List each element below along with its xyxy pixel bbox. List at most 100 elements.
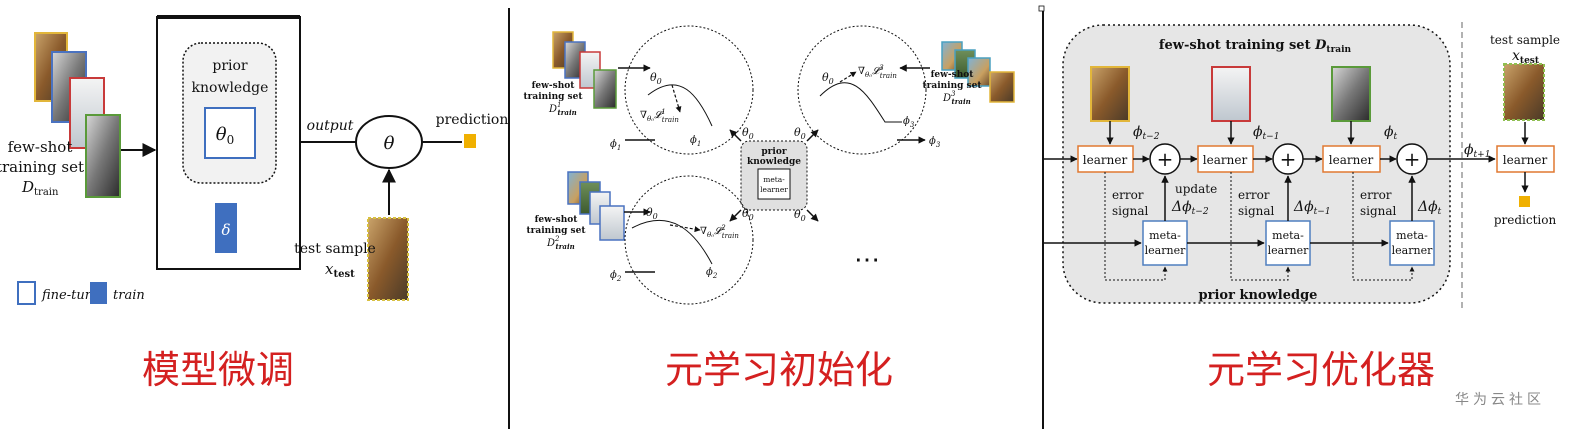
p3-meta-3-line2: learner	[1392, 244, 1433, 257]
p3-error-3-line2: signal	[1360, 204, 1397, 218]
c3-phi3: ϕ3	[903, 116, 915, 129]
p3-learner-2-label: learner	[1203, 153, 1248, 167]
theta-label: θ	[384, 133, 395, 154]
ds1-photo-4	[593, 69, 617, 109]
c1-trajectory	[647, 84, 713, 127]
p2-prior-line2: knowledge	[747, 157, 801, 167]
c2-grad-arrow	[669, 224, 701, 233]
p2-meta-line2: learner	[760, 185, 788, 194]
p3-learner-2	[1197, 145, 1254, 173]
p3-meta-1-line2: learner	[1145, 244, 1186, 257]
p3-meta-2-line2: learner	[1268, 244, 1309, 257]
p3-learner-3-label: learner	[1329, 153, 1374, 167]
p2-arrow-tl	[729, 129, 742, 142]
p2-meta-line1: meta-	[763, 175, 785, 184]
c1-phi1: ϕ1	[690, 135, 701, 148]
fewshot-label-line1: few-shot	[8, 138, 73, 156]
p2-prior-line1: prior	[761, 147, 786, 157]
p3-title: few-shot training set Dtrain	[1159, 38, 1352, 55]
p2-meta-learner-box	[757, 168, 791, 200]
c3-phi3-out: ϕ3	[929, 136, 941, 149]
c3-grad-arrow	[839, 71, 857, 83]
prediction-label: prediction	[436, 112, 509, 128]
p2-arrow-tr	[806, 129, 819, 142]
caption-meta-init: 元学习初始化	[665, 348, 893, 392]
p3-error-2-line1: error	[1238, 188, 1270, 202]
p2-arrow-bl	[729, 209, 742, 222]
p3-phi-t-2: ϕt−2	[1133, 124, 1160, 142]
legend-finetune-label: fine-tune	[41, 288, 101, 303]
c2-theta0: θ0	[646, 206, 658, 221]
p3-prediction-marker	[1519, 196, 1530, 207]
p3-error-1-line1: error	[1112, 188, 1144, 202]
theta0-finetune-box	[204, 107, 256, 159]
c1-grad-arrow	[671, 84, 682, 113]
p3-xtest-label: xtest	[1512, 48, 1540, 66]
p3-update-label: update	[1175, 182, 1217, 196]
c3-trajectory	[819, 82, 902, 123]
p3-phi-t-1: ϕt−1	[1253, 124, 1279, 142]
p3-phi-t: ϕt	[1384, 124, 1398, 142]
c3-theta0: θ0	[822, 71, 834, 86]
ds2-label-line2: training set	[526, 226, 586, 236]
xtest-label: xtest	[325, 260, 355, 280]
panel-finetune: few-shot training set Dtrain prior knowl…	[0, 15, 509, 392]
caption-meta-optimizer: 元学习优化器	[1207, 348, 1435, 392]
p3-dog-3	[1331, 66, 1371, 122]
ds3-photo-4	[989, 71, 1015, 103]
c2-trajectory	[631, 219, 713, 265]
p3-prior-label: prior knowledge	[1199, 288, 1318, 303]
dtrain-label: Dtrain	[21, 178, 59, 198]
p3-test-dog-photo	[1503, 63, 1545, 121]
p3-error-1-line2: signal	[1112, 204, 1149, 218]
delta-label: δ	[221, 221, 230, 239]
legend-train-swatch	[90, 282, 107, 304]
ellipsis: ⋯	[854, 245, 880, 275]
ds3-label-line1: few-shot	[931, 70, 975, 80]
p3-learner-final-label: learner	[1503, 153, 1548, 167]
output-label: output	[307, 118, 354, 134]
p3-meta-learner-3	[1389, 220, 1435, 266]
panel-meta-optimizer: few-shot training set Dtrain prior knowl…	[1043, 22, 1560, 392]
theta0-label: θ0	[216, 124, 234, 147]
p3-dog-2	[1211, 66, 1251, 122]
p2-theta0-br: θ0	[794, 208, 806, 223]
p3-error-3-line1: error	[1360, 188, 1392, 202]
p3-learner-1-label: learner	[1083, 153, 1128, 167]
p3-meta-learner-2	[1265, 220, 1311, 266]
p3-error-2-line2: signal	[1238, 204, 1275, 218]
p2-theta0-tl: θ0	[742, 126, 754, 141]
p3-phi-t+1: ϕt+1	[1464, 142, 1490, 160]
task-circle-3	[797, 25, 927, 155]
p3-sum-1-plus: +	[1157, 147, 1174, 171]
c1-theta0: θ0	[650, 71, 662, 86]
p3-error-path-3	[1352, 172, 1415, 281]
p3-prediction-label: prediction	[1494, 213, 1557, 227]
ds2-label-line1: few-shot	[535, 215, 579, 225]
ds3-label-line2: training set	[922, 81, 982, 91]
p3-learner-3	[1322, 145, 1381, 173]
c2-phi2: ϕ2	[706, 267, 718, 280]
delta-train-box	[215, 203, 237, 253]
p3-error-path-1	[1104, 172, 1168, 281]
test-sample-label: test sample	[294, 241, 376, 257]
c1-phi1-out: ϕ1	[610, 139, 621, 152]
prediction-marker	[464, 134, 476, 148]
p3-delta-t-1: Δϕt−1	[1293, 199, 1331, 217]
c2-phi2-out: ϕ2	[610, 270, 622, 283]
ds1-label-line2: training set	[523, 92, 583, 102]
p2-theta0-bl: θ0	[742, 207, 754, 222]
p3-meta-1-line1: meta-	[1149, 229, 1181, 242]
p3-dog-1	[1090, 66, 1130, 122]
p3-error-path-2	[1230, 172, 1291, 281]
ds1-label-line1: few-shot	[532, 81, 576, 91]
p3-sum-3-plus: +	[1404, 147, 1421, 171]
ds2-photo-4	[599, 205, 625, 241]
p3-learner-1	[1077, 145, 1134, 173]
